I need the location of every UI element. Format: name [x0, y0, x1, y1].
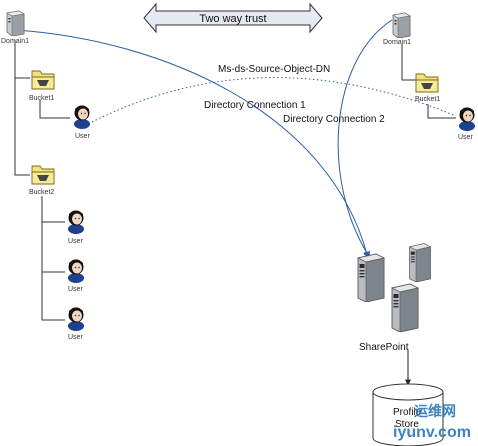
right-bucket-folder-icon — [415, 73, 439, 93]
right-domain-server-icon — [392, 12, 411, 38]
profile-store-line1: Profile — [393, 407, 422, 418]
sharepoint-label: SharePoint — [359, 342, 409, 353]
right-user-icon — [459, 107, 475, 131]
left-bucket2-user-label: User — [68, 286, 83, 293]
directory-connection-2-line — [337, 19, 393, 259]
right-domain-label: Domain1 — [383, 39, 411, 46]
profile-store-line2: Store — [395, 419, 419, 430]
right-tree-lines — [401, 44, 456, 119]
left-domain-server-icon — [6, 10, 25, 36]
left-bucket1-user-icon — [74, 105, 90, 129]
trust-label: Two way trust — [199, 13, 266, 25]
two-way-trust-arrow: Two way trust — [143, 2, 323, 34]
sharepoint-server-icon — [409, 243, 431, 282]
sharepoint-server-icon — [357, 253, 385, 302]
directory-connection-1-label: Directory Connection 1 — [204, 100, 306, 111]
directory-connection-2-label: Directory Connection 2 — [283, 114, 385, 125]
left-bucket2-folder-icon — [31, 165, 55, 185]
left-bucket2-label: Bucket2 — [29, 189, 54, 196]
left-bucket2-user-icon — [68, 210, 84, 234]
left-bucket1-folder-icon — [31, 70, 55, 90]
left-bucket2-user-label: User — [68, 334, 83, 341]
left-bucket2-user-icon — [68, 259, 84, 283]
left-bucket2-user-label: User — [68, 238, 83, 245]
right-bucket-label: Bucket1 — [415, 96, 440, 103]
left-bucket1-label: Bucket1 — [29, 95, 54, 102]
left-tree-lines — [14, 40, 70, 321]
watermark-site-text: iyunv.com — [393, 424, 471, 441]
sharepoint-server-icon — [391, 283, 419, 332]
source-object-label: Ms-ds-Source-Object-DN — [218, 64, 330, 75]
left-domain-label: Domain1 — [1, 38, 29, 45]
profile-store-database-icon — [372, 383, 444, 446]
right-user-label: User — [458, 134, 473, 141]
left-bucket2-user-icon — [68, 307, 84, 331]
watermark-chinese-text: 运维网 — [414, 403, 456, 419]
left-bucket1-user-label: User — [75, 133, 90, 140]
